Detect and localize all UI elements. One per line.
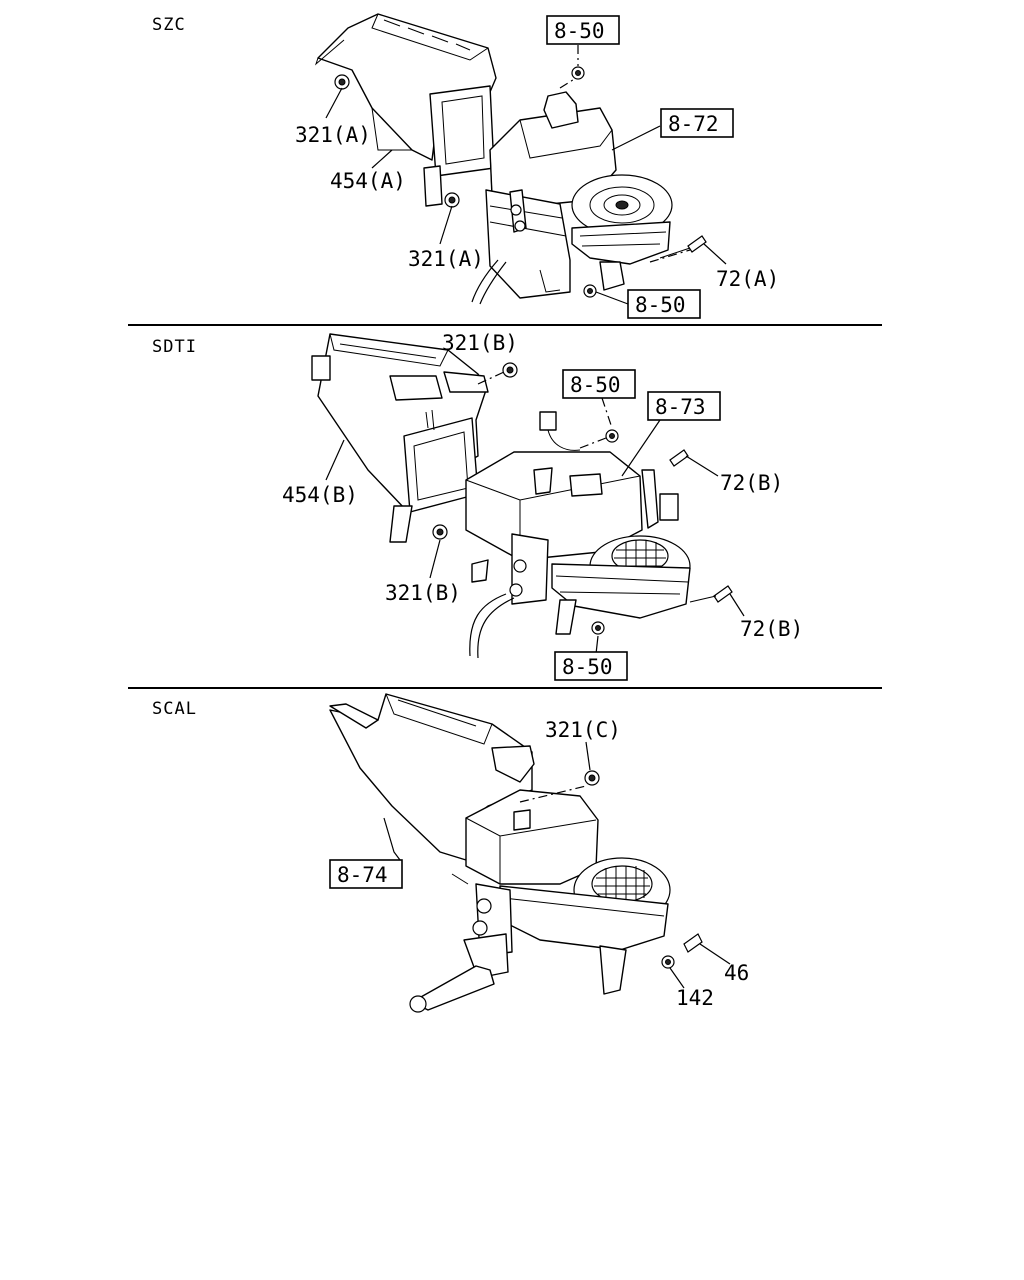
label-321b-upper: 321(B) — [442, 331, 518, 355]
fasteners-scal — [584, 770, 703, 969]
label-454b: 454(B) — [282, 483, 358, 507]
section-code-scal: SCAL — [152, 699, 197, 719]
label-box-8-72 — [660, 108, 734, 138]
heater-unit-8-73-illustration — [465, 411, 691, 659]
labels-szc: 321(A) 454(A) 321(A) 8-50 8-72 72(A) 8-5… — [295, 15, 779, 319]
label-box-8-73 — [647, 391, 721, 421]
label-142: 142 — [676, 986, 714, 1010]
section-sdti: SDTI — [152, 331, 803, 681]
label-box-8-74 — [329, 859, 403, 889]
section-code-szc: SZC — [152, 15, 186, 35]
heater-unit-8-74-illustration — [329, 693, 671, 1013]
labels-sdti: 321(B) 8-50 8-73 72(B) 454(B) 321(B) 72(… — [282, 331, 803, 681]
label-8-72: 8-72 — [668, 112, 719, 136]
label-8-50-sdti-bottom: 8-50 — [562, 655, 613, 679]
labels-scal: 321(C) 8-74 46 142 — [329, 718, 749, 1010]
label-box-8-50-sdti-top — [562, 369, 636, 399]
section-scal: SCAL — [152, 693, 749, 1013]
leader-lines-szc — [325, 45, 727, 305]
label-8-50-sdti-top: 8-50 — [570, 373, 621, 397]
label-321a-lower: 321(A) — [408, 247, 484, 271]
label-72b-lower: 72(B) — [740, 617, 803, 641]
label-box-8-50-bottom — [627, 289, 701, 319]
duct-454b-illustration — [311, 333, 489, 543]
label-72b-upper: 72(B) — [720, 471, 783, 495]
label-321b-lower: 321(B) — [385, 581, 461, 605]
label-8-73: 8-73 — [655, 395, 706, 419]
label-box-8-50-top — [546, 15, 620, 45]
leader-lines-sdti — [325, 371, 745, 655]
label-321a-upper: 321(A) — [295, 123, 371, 147]
label-454a: 454(A) — [330, 169, 406, 193]
label-box-8-50-sdti-bottom — [554, 651, 628, 681]
heater-unit-8-72-illustration — [471, 91, 673, 305]
fan-grille-scal — [591, 865, 653, 903]
label-8-74: 8-74 — [337, 863, 388, 887]
fasteners-szc — [334, 66, 707, 298]
fasteners-sdti — [432, 362, 733, 635]
label-321c: 321(C) — [545, 718, 621, 742]
label-8-50-bottom: 8-50 — [635, 293, 686, 317]
label-72a: 72(A) — [716, 267, 779, 291]
section-szc: SZC — [152, 13, 779, 319]
leader-lines-scal — [383, 741, 731, 989]
label-8-50-top: 8-50 — [554, 19, 605, 43]
duct-454a-illustration — [314, 13, 497, 207]
section-code-sdti: SDTI — [152, 337, 197, 357]
label-46: 46 — [724, 961, 749, 985]
